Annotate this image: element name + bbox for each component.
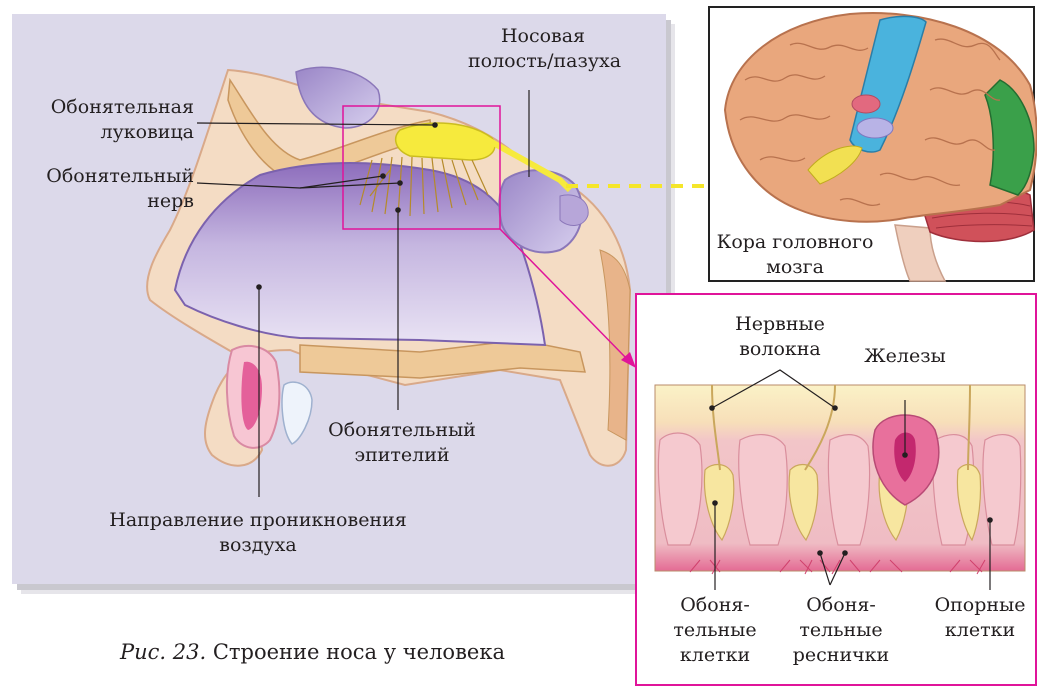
label-nerve-fibers-line2: волокна xyxy=(718,337,842,362)
label-olfactory-cilia-line2: тельные xyxy=(782,618,900,643)
label-brain-cortex-line1: Кора головного xyxy=(710,230,880,255)
label-olfactory-epithelium: Обонятельный эпителий xyxy=(317,418,487,468)
label-air-direction-line1: Направление проникновения xyxy=(90,508,426,533)
label-olfactory-epithelium-line2: эпителий xyxy=(317,443,487,468)
label-air-direction: Направление проникновения воздуха xyxy=(90,508,426,558)
label-nasal-cavity-line2: полость/пазуха xyxy=(468,49,618,74)
label-olfactory-cells-line3: клетки xyxy=(662,643,768,668)
label-nerve-fibers-line1: Нервные xyxy=(718,312,842,337)
label-nasal-cavity-line1: Носовая xyxy=(468,24,618,49)
label-brain-cortex-line2: мозга xyxy=(710,255,880,280)
label-olfactory-epithelium-line1: Обонятельный xyxy=(317,418,487,443)
label-glands: Железы xyxy=(860,344,950,369)
label-olfactory-cells-line2: тельные xyxy=(662,618,768,643)
label-olfactory-cells: Обоня- тельные клетки xyxy=(662,593,768,668)
label-air-direction-line2: воздуха xyxy=(90,533,426,558)
label-olfactory-cells-line1: Обоня- xyxy=(662,593,768,618)
label-support-cells-line2: клетки xyxy=(926,618,1034,643)
figure-caption-text: Строение носа у человека xyxy=(206,640,505,664)
label-olfactory-bulb-line2: луковица xyxy=(51,120,194,145)
label-support-cells-line1: Опорные xyxy=(926,593,1034,618)
figure-caption-number: Рис. 23. xyxy=(120,640,206,664)
label-olfactory-bulb-line1: Обонятельная xyxy=(51,95,194,120)
label-olfactory-cilia-line3: реснички xyxy=(782,643,900,668)
label-olfactory-nerve-line1: Обонятельный xyxy=(46,164,194,189)
label-olfactory-bulb: Обонятельная луковица xyxy=(51,95,194,145)
label-glands-text: Железы xyxy=(860,344,950,369)
label-olfactory-cilia: Обоня- тельные реснички xyxy=(782,593,900,668)
label-olfactory-nerve: Обонятельный нерв xyxy=(46,164,194,214)
label-brain-cortex: Кора головного мозга xyxy=(710,230,880,280)
label-nerve-fibers: Нервные волокна xyxy=(718,312,842,362)
figure-caption: Рис. 23. Строение носа у человека xyxy=(120,640,505,664)
label-support-cells: Опорные клетки xyxy=(926,593,1034,643)
label-olfactory-cilia-line1: Обоня- xyxy=(782,593,900,618)
label-olfactory-nerve-line2: нерв xyxy=(46,189,194,214)
label-nasal-cavity: Носовая полость/пазуха xyxy=(468,24,618,74)
